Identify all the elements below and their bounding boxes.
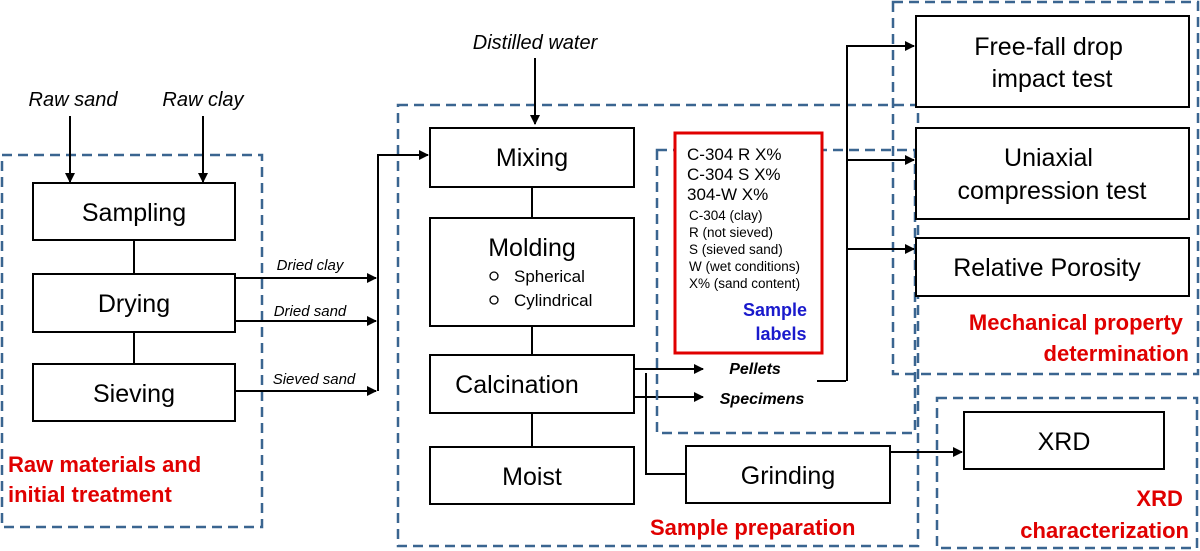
freefall-box	[915, 15, 1190, 108]
calcination-to-grinding-link	[645, 373, 686, 475]
raw-materials-group	[0, 153, 264, 529]
sample-labels-title-line2: labels	[755, 324, 806, 344]
xrd-label: XRD	[1038, 428, 1091, 456]
raw-materials-title: Raw materials and initial treatment	[8, 452, 207, 507]
sieving-box	[32, 363, 236, 422]
uniaxial-label-line1: Uniaxial	[1004, 144, 1093, 172]
molding-option-spherical: Spherical	[514, 267, 585, 286]
sampling-label: Sampling	[82, 199, 186, 227]
raw-materials-title-line1: Raw materials and	[8, 452, 201, 477]
pellets-label: Pellets	[729, 361, 781, 378]
raw-clay-label: Raw clay	[162, 89, 244, 111]
sample-preparation-group	[396, 103, 920, 548]
grinding-label: Grinding	[741, 462, 836, 490]
sample-labels-box	[673, 131, 824, 355]
mechanical-title-line2: determination	[1044, 341, 1189, 366]
label-code-3: 304-W X%	[687, 185, 768, 204]
dried-clay-label: Dried clay	[277, 257, 345, 274]
raw-sand-label: Raw sand	[29, 89, 119, 111]
mechanical-title: Mechanical property determination	[969, 310, 1189, 366]
collector-to-mixing-arrow	[377, 150, 429, 391]
molding-box	[429, 217, 635, 327]
drying-box	[32, 273, 236, 333]
mixing-box	[429, 127, 635, 188]
mixing-label: Mixing	[496, 144, 568, 172]
cylindrical-bullet-icon	[489, 295, 499, 305]
molding-option-cylindrical: Cylindrical	[514, 291, 592, 310]
label-legend-3: S (sieved sand)	[689, 242, 783, 257]
moist-box	[429, 446, 635, 505]
drying-label: Drying	[98, 290, 170, 318]
uniaxial-label: Uniaxial compression test	[958, 144, 1147, 205]
freefall-label-line1: Free-fall drop	[974, 33, 1123, 61]
grinding-box	[685, 445, 891, 504]
mechanical-title-line1: Mechanical property	[969, 310, 1184, 335]
label-legend-1: C-304 (clay)	[689, 208, 763, 223]
freefall-label: Free-fall drop impact test	[974, 33, 1130, 93]
mechanical-group	[891, 0, 1200, 376]
label-legend-2: R (not sieved)	[689, 225, 773, 240]
raw-materials-title-line2: initial treatment	[8, 482, 172, 507]
sieved-sand-label: Sieved sand	[273, 371, 356, 388]
sampling-box	[32, 182, 236, 241]
sample-labels-title-line1: Sample	[743, 300, 807, 320]
uniaxial-label-line2: compression test	[958, 177, 1147, 205]
label-legend-4: W (wet conditions)	[689, 259, 800, 274]
distilled-water-label: Distilled water	[473, 32, 599, 54]
spherical-bullet-icon	[489, 271, 499, 281]
molding-label: Molding	[488, 234, 576, 262]
label-legend-5: X% (sand content)	[689, 276, 800, 291]
freefall-label-line2: impact test	[992, 65, 1113, 93]
dried-sand-label: Dried sand	[274, 303, 347, 320]
label-code-1: C-304 R X%	[687, 145, 781, 164]
sample-preparation-title: Sample preparation	[650, 515, 855, 540]
calcination-label: Calcination	[455, 371, 579, 399]
specimens-label: Specimens	[720, 391, 805, 408]
label-code-2: C-304 S X%	[687, 165, 781, 184]
porosity-box	[915, 237, 1190, 297]
xrd-box	[963, 411, 1165, 470]
xrd-title-line2: characterization	[1020, 518, 1189, 543]
uniaxial-box	[915, 127, 1190, 220]
xrd-title: XRD characterization	[1020, 486, 1189, 543]
calcination-box	[429, 354, 635, 414]
xrd-title-line1: XRD	[1136, 486, 1182, 511]
porosity-label: Relative Porosity	[953, 254, 1141, 282]
sieving-label: Sieving	[93, 380, 175, 408]
xrd-group	[935, 396, 1199, 550]
moist-label: Moist	[502, 463, 562, 491]
